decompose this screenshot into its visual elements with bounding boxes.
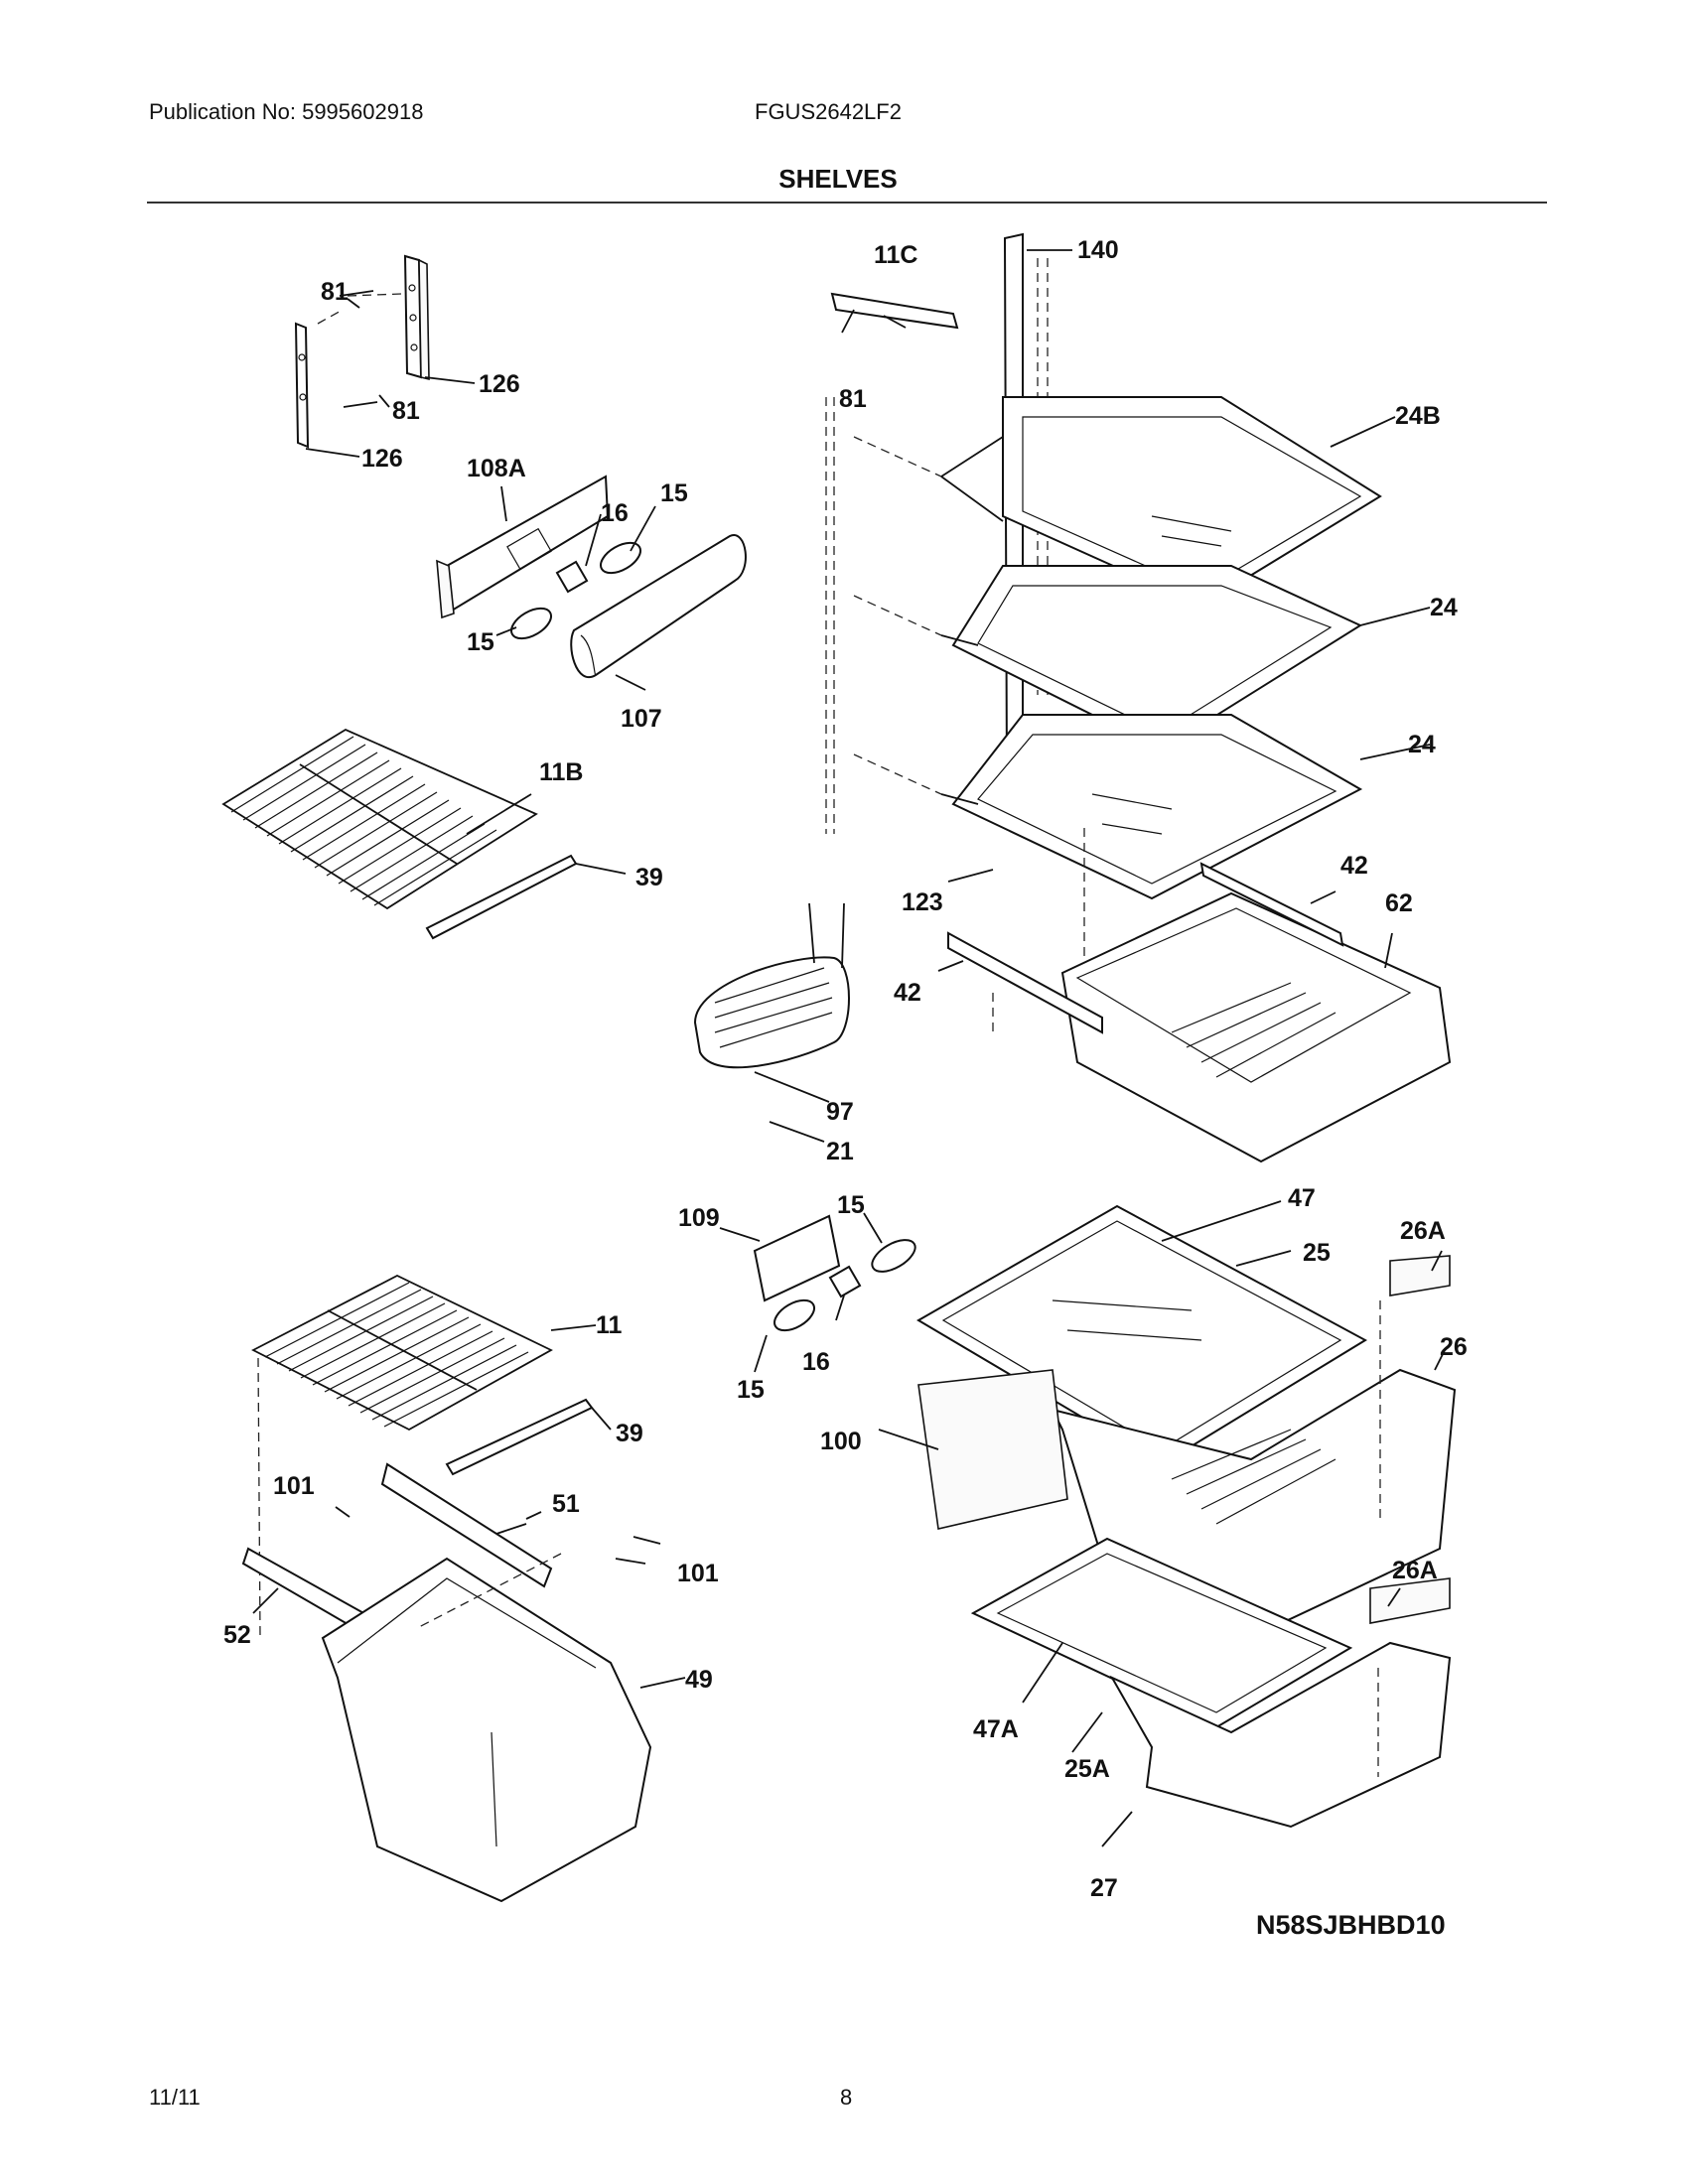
callout-24: 24 (1430, 594, 1458, 621)
crisper-27-group (970, 1537, 1452, 1847)
callout-26: 26 (1440, 1333, 1468, 1361)
callout-81: 81 (839, 385, 867, 413)
callout-11C: 11C (874, 241, 917, 269)
callout-11: 11 (596, 1311, 623, 1339)
callout-101: 101 (273, 1472, 315, 1500)
callout-11B: 11B (539, 758, 583, 786)
callout-24B: 24B (1395, 402, 1441, 430)
callout-42: 42 (894, 979, 921, 1007)
footer-date: 11/11 (149, 2085, 201, 2110)
wire-shelf-11B-group (221, 728, 627, 940)
callout-25A: 25A (1064, 1755, 1110, 1783)
callout-39: 39 (635, 864, 663, 891)
callout-123: 123 (902, 888, 943, 916)
callout-16: 16 (601, 499, 629, 527)
wire-shelf-11-group (251, 1274, 612, 1639)
header-divider (147, 202, 1547, 204)
callout-81: 81 (321, 278, 349, 306)
callout-101: 101 (677, 1560, 719, 1587)
light-cover-109-group (719, 1212, 916, 1373)
callout-49: 49 (685, 1666, 713, 1694)
callout-100: 100 (820, 1428, 862, 1455)
publication-number: Publication No: 5995602918 (149, 99, 424, 124)
callout-24: 24 (1408, 731, 1436, 758)
callout-27: 27 (1090, 1874, 1118, 1902)
callout-107: 107 (621, 705, 662, 733)
shelf-assembly-group (825, 232, 1452, 1163)
callout-26A: 26A (1392, 1557, 1438, 1584)
callout-25: 25 (1303, 1239, 1331, 1267)
page-title: SHELVES (778, 164, 898, 194)
callout-108A: 108A (467, 455, 526, 482)
callout-97: 97 (826, 1098, 854, 1126)
model-number: FGUS2642LF2 (755, 99, 902, 124)
callout-15: 15 (467, 628, 494, 656)
callout-51: 51 (552, 1490, 580, 1518)
callout-62: 62 (1385, 889, 1413, 917)
callout-109: 109 (678, 1204, 720, 1232)
socket-97-group (693, 902, 850, 1143)
callout-21: 21 (826, 1138, 854, 1165)
callout-52: 52 (223, 1621, 251, 1649)
callout-81: 81 (392, 397, 420, 425)
light-cover-108A-group (436, 475, 747, 691)
diagram-code: N58SJBHBD10 (1256, 1910, 1446, 1940)
callout-126: 126 (479, 370, 520, 398)
callout-140: 140 (1077, 236, 1119, 264)
callout-26A: 26A (1400, 1217, 1446, 1245)
crisper-26-group (878, 1200, 1457, 1630)
callout-15: 15 (660, 479, 688, 507)
callout-47A: 47A (973, 1715, 1019, 1743)
callout-39: 39 (616, 1420, 643, 1447)
page-number: 8 (840, 2085, 853, 2110)
callout-15: 15 (737, 1376, 765, 1404)
callout-126: 126 (361, 445, 403, 473)
callout-47: 47 (1288, 1184, 1316, 1212)
callout-15: 15 (837, 1191, 865, 1219)
bracket-126-group (294, 254, 476, 458)
deli-bin-49-group (241, 1462, 686, 1903)
callout-42: 42 (1340, 852, 1368, 880)
callout-16: 16 (802, 1348, 830, 1376)
